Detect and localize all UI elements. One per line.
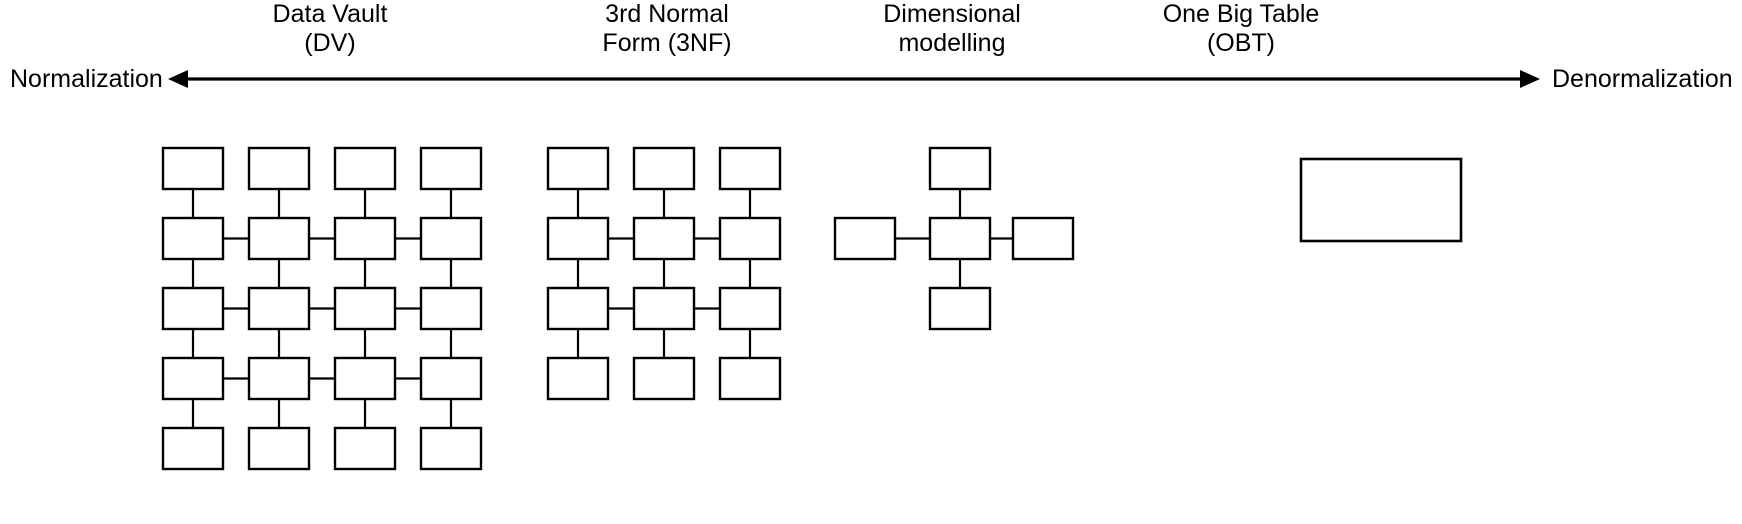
stage-label-data-vault: Data Vault(DV) — [273, 0, 388, 57]
entity-box — [333, 146, 397, 191]
entity-box — [333, 286, 397, 331]
cluster-third-normal-form — [546, 146, 782, 401]
entity-box — [161, 356, 225, 401]
cluster-data-vault — [161, 146, 483, 471]
arrow-head-right-icon — [1520, 70, 1540, 88]
stage-label-line: Dimensional — [883, 0, 1021, 28]
entity-box — [161, 216, 225, 261]
stage-label-line: modelling — [898, 29, 1005, 57]
entity-box — [419, 356, 483, 401]
entity-box — [419, 216, 483, 261]
cluster-dimensional-modelling — [833, 146, 1075, 331]
axis-right-label: Denormalization — [1552, 65, 1733, 93]
entity-box — [718, 286, 782, 331]
entity-box — [333, 426, 397, 471]
entity-box — [419, 146, 483, 191]
entity-box — [546, 356, 610, 401]
entity-box — [247, 426, 311, 471]
entity-box — [247, 146, 311, 191]
entity-box — [546, 146, 610, 191]
stage-label-line: Form (3NF) — [602, 29, 731, 57]
entity-box — [161, 426, 225, 471]
dimension-box-bottom — [928, 286, 992, 331]
stage-label-one-big-table: One Big Table(OBT) — [1163, 0, 1320, 57]
stage-label-line: 3rd Normal — [605, 0, 729, 28]
stage-label-line: (OBT) — [1207, 29, 1275, 57]
stage-label-line: Data Vault — [273, 0, 388, 28]
entity-box — [718, 146, 782, 191]
entity-box — [419, 286, 483, 331]
dimension-box-top — [928, 146, 992, 191]
entity-box — [333, 356, 397, 401]
axis-group: Normalization Denormalization — [10, 65, 1733, 93]
entity-box — [333, 216, 397, 261]
fact-table-box — [928, 216, 992, 261]
stage-label-line: (DV) — [304, 29, 355, 57]
axis-left-label: Normalization — [10, 65, 163, 93]
entity-box — [632, 356, 696, 401]
entity-box — [247, 286, 311, 331]
model-clusters-group — [161, 146, 1463, 471]
dimension-box-left — [833, 216, 897, 261]
one-big-table-box — [1299, 157, 1463, 243]
entity-box — [718, 216, 782, 261]
entity-box — [419, 426, 483, 471]
arrow-head-left-icon — [168, 70, 188, 88]
entity-box — [718, 356, 782, 401]
entity-box — [247, 356, 311, 401]
stage-label-line: One Big Table — [1163, 0, 1320, 28]
entity-box — [546, 216, 610, 261]
entity-box — [632, 286, 696, 331]
entity-box — [247, 216, 311, 261]
entity-box — [161, 146, 225, 191]
cluster-one-big-table — [1299, 157, 1463, 243]
dimension-box-right — [1011, 216, 1075, 261]
entity-box — [546, 286, 610, 331]
entity-box — [632, 216, 696, 261]
entity-box — [161, 286, 225, 331]
entity-box — [632, 146, 696, 191]
